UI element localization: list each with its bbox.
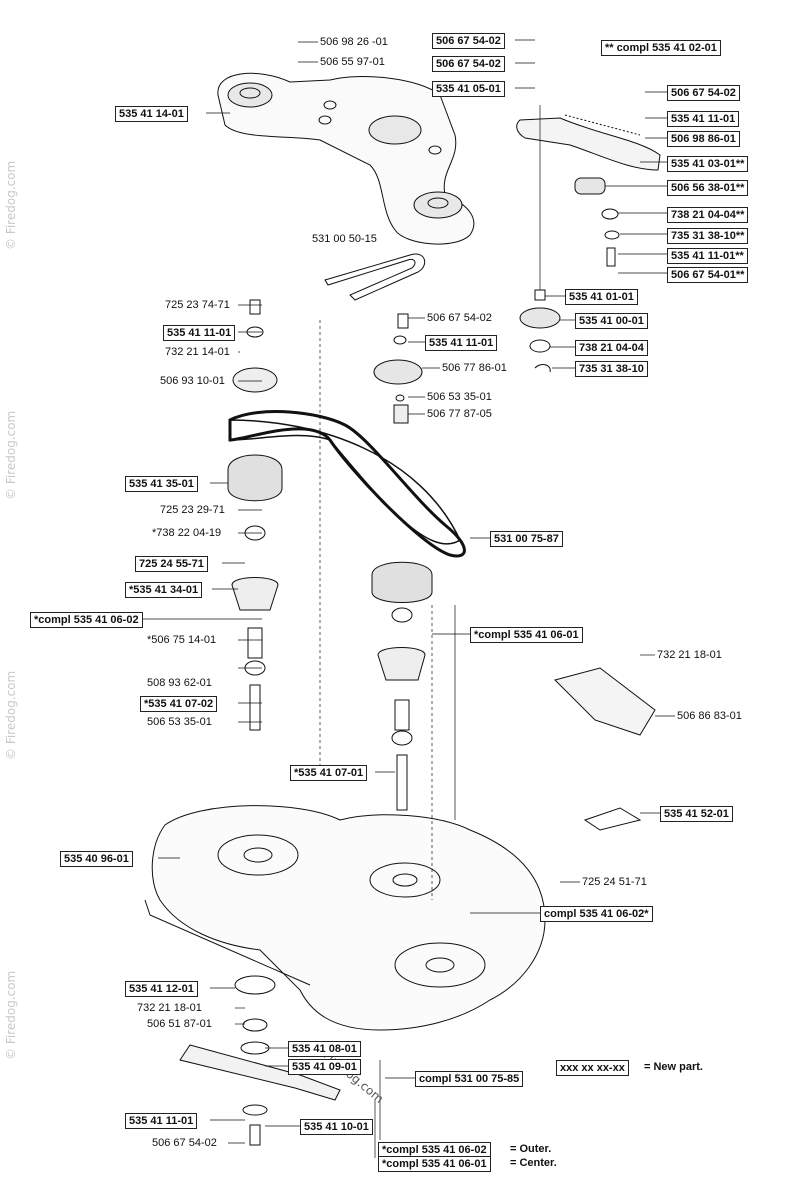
watermark-left-4: © Firedog.com — [4, 970, 18, 1060]
legend-center-text: = Center. — [510, 1157, 557, 1169]
part-label: 535 41 11-01 — [125, 1113, 198, 1129]
part-label: 506 67 54-02 — [152, 1137, 217, 1149]
part-label: 535 41 08-01 — [288, 1041, 361, 1057]
legend-new-part-code: xxx xx xx-xx — [556, 1060, 629, 1076]
part-label: *535 41 07-01 — [290, 765, 368, 781]
leader-lines — [128, 39, 675, 1158]
tensioner-arm — [516, 114, 661, 373]
part-label: 535 41 01-01 — [565, 289, 638, 305]
part-label: 535 41 11-01 — [163, 325, 236, 341]
part-label: 535 41 09-01 — [288, 1059, 361, 1075]
part-label: 535 41 03-01** — [667, 156, 749, 172]
watermark-left-3: © Firedog.com — [4, 670, 18, 760]
part-label: 535 41 10-01 — [300, 1119, 373, 1135]
part-label: 738 21 04-04** — [667, 207, 749, 223]
part-label: 535 40 96-01 — [60, 851, 133, 867]
part-label: 535 41 11-01 — [667, 111, 740, 127]
mower-deck — [144, 805, 546, 1031]
part-label: 506 98 86-01 — [667, 131, 740, 147]
part-label: 535 41 05-01 — [432, 81, 505, 97]
part-label: 725 23 74-71 — [165, 299, 230, 311]
legend-compl-header: ** compl 535 41 02-01 — [601, 40, 721, 56]
part-label: 506 53 35-01 — [427, 391, 492, 403]
left-pulley-stack — [227, 299, 283, 731]
part-label: 506 67 54-02 — [432, 56, 505, 72]
deck-bracket — [554, 667, 656, 831]
part-label: *506 75 14-01 — [147, 634, 217, 646]
legend-outer-text: = Outer. — [510, 1143, 552, 1155]
part-label: 506 67 54-01** — [667, 267, 749, 283]
legend-new-part-text: = New part. — [644, 1061, 703, 1073]
part-label: 735 31 38-10 — [575, 361, 648, 377]
center-spindle — [371, 561, 433, 811]
drive-belt — [228, 410, 466, 558]
part-label: 738 21 04-04 — [575, 340, 648, 356]
part-label: 735 31 38-10** — [667, 228, 749, 244]
part-label: 535 41 11-01 — [425, 335, 498, 351]
top-cover-plate — [217, 72, 475, 245]
part-label: 506 98 26 -01 — [320, 36, 388, 48]
part-label: 506 67 54-02 — [427, 312, 492, 324]
part-label: 725 24 51-71 — [582, 876, 647, 888]
part-label: 506 53 35-01 — [147, 716, 212, 728]
part-label: 535 41 14-01 — [115, 106, 188, 122]
part-label: 725 24 55-71 — [135, 556, 208, 572]
part-label: compl 535 41 06-02* — [540, 906, 653, 922]
watermark-left-2: © Firedog.com — [4, 410, 18, 500]
part-label: compl 531 00 75-85 — [415, 1071, 524, 1087]
part-label: 535 41 00-01 — [575, 313, 648, 329]
part-label: 535 41 11-01** — [667, 248, 748, 264]
part-label: 531 00 50-15 — [312, 233, 377, 245]
part-label: 732 21 18-01 — [137, 1002, 202, 1014]
part-label: *535 41 07-02 — [140, 696, 218, 712]
part-label: 506 77 86-01 — [442, 362, 507, 374]
part-label: 508 93 62-01 — [147, 677, 212, 689]
watermark-left-1: © Firedog.com — [4, 160, 18, 250]
part-label: 506 51 87-01 — [147, 1018, 212, 1030]
legend-center-key: *compl 535 41 06-01 — [378, 1156, 491, 1172]
part-label: 506 67 54-02 — [432, 33, 505, 49]
center-pulley-stack — [373, 313, 423, 424]
part-label: 531 00 75-87 — [490, 531, 563, 547]
part-label: 535 41 52-01 — [660, 806, 733, 822]
part-label: *compl 535 41 06-01 — [470, 627, 583, 643]
part-label: 506 93 10-01 — [160, 375, 225, 387]
part-label: 506 56 38-01** — [667, 180, 749, 196]
small-belt — [324, 253, 426, 301]
part-label: *compl 535 41 06-02 — [30, 612, 143, 628]
blade-assembly — [179, 975, 341, 1146]
part-label: 506 86 83-01 — [677, 710, 742, 722]
part-label: 732 21 14-01 — [165, 346, 230, 358]
part-label: 506 55 97-01 — [320, 56, 385, 68]
part-label: *738 22 04-19 — [152, 527, 222, 539]
part-label: 725 23 29-71 — [160, 504, 225, 516]
part-label: 535 41 12-01 — [125, 981, 198, 997]
part-label: 506 77 87-05 — [427, 408, 492, 420]
part-label: *535 41 34-01 — [125, 582, 203, 598]
part-label: 506 67 54-02 — [667, 85, 740, 101]
part-label: 732 21 18-01 — [657, 649, 722, 661]
part-label: 535 41 35-01 — [125, 476, 198, 492]
